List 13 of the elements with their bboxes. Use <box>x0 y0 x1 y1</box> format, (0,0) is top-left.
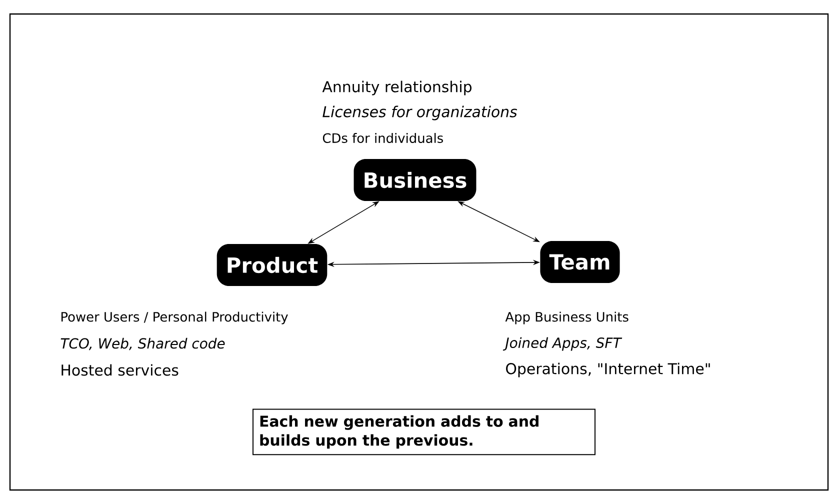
rounded-box: Business <box>354 158 476 201</box>
caption-text: App Business Units <box>505 312 628 324</box>
caption-text: Power Users / Personal Productivity <box>61 312 288 324</box>
caption-text: Operations, "Internet Time" <box>506 362 710 378</box>
caption-text: TCO, Web, Shared code <box>60 338 225 350</box>
note-box: Each new generation adds to and builds upon the previous. <box>252 408 596 456</box>
caption-text: Hosted services <box>62 364 178 376</box>
rounded-box: Team <box>540 240 620 283</box>
caption-text: CDs for individuals <box>322 132 443 143</box>
rounded-box: Product <box>216 244 328 286</box>
caption-text: Joined Apps, SFT <box>502 337 622 351</box>
caption-text: Annuity relationship <box>322 80 472 96</box>
caption-text: Licenses for organizations <box>322 106 518 120</box>
